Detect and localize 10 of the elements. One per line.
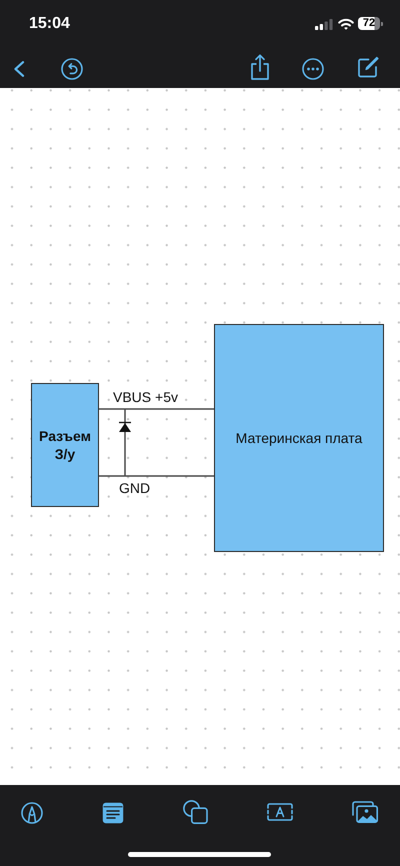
edge-label: VBUS +5v [113,389,178,405]
component-box [31,383,99,507]
edge-label: GND [119,480,150,496]
component-box [214,324,384,552]
wire [99,408,214,410]
status-time: 15:04 [29,14,70,34]
battery-indicator: 72 [358,17,383,30]
wire [99,475,214,477]
component-label: Материнская плата [234,429,364,447]
component-label: Разъем З/у [38,427,92,463]
